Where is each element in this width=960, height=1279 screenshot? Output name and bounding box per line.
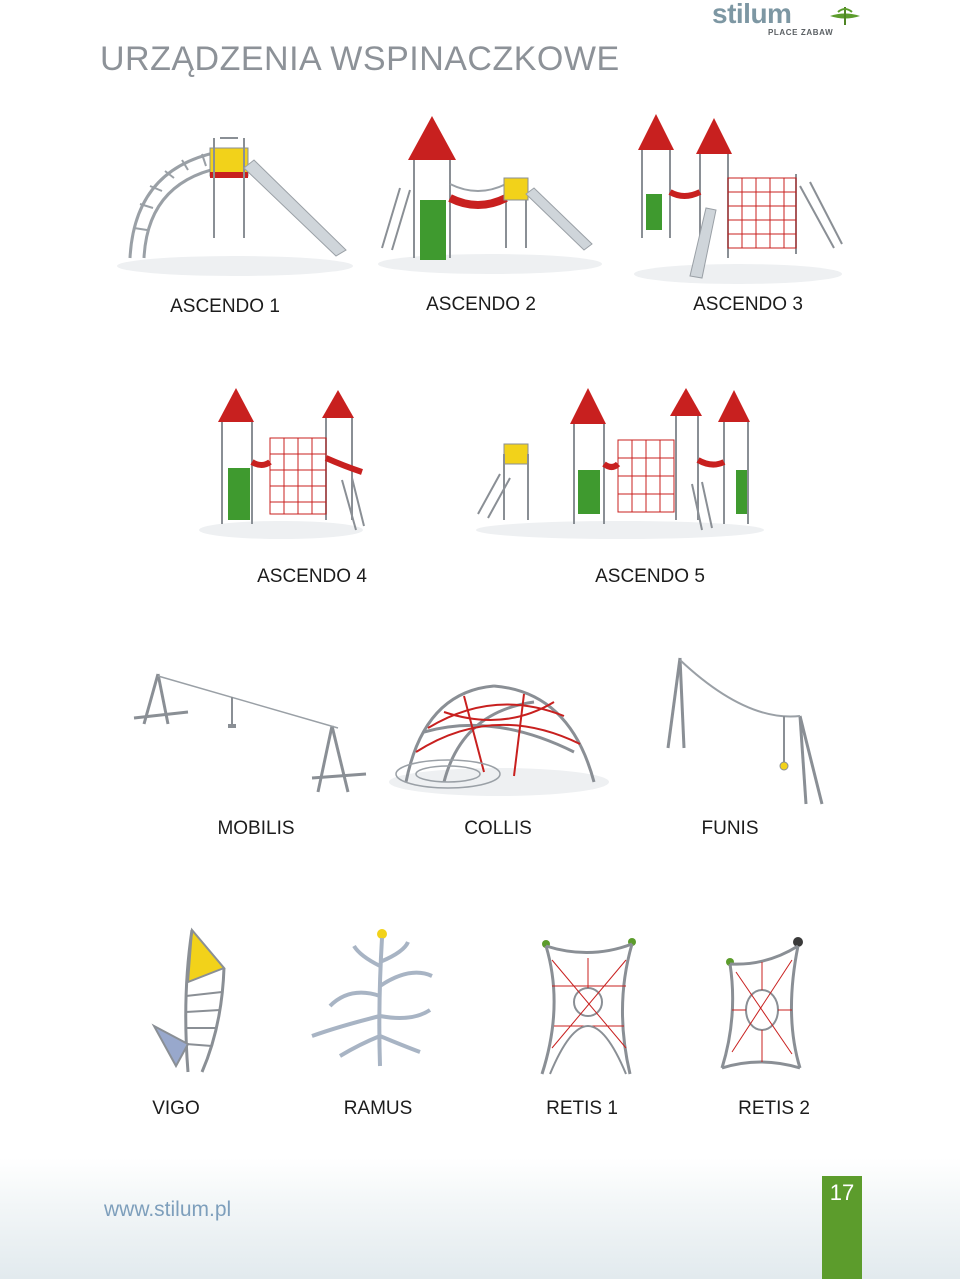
towers-net-slide-illustration bbox=[634, 114, 843, 284]
climbing-dome-illustration bbox=[389, 684, 609, 796]
footer-band bbox=[0, 1158, 960, 1279]
product-collis[interactable]: COLLIS bbox=[384, 672, 614, 852]
product-ascendo-2[interactable]: ASCENDO 2 bbox=[370, 108, 610, 328]
product-retis-2[interactable]: RETIS 2 bbox=[716, 936, 836, 1126]
product-ascendo-4[interactable]: ASCENDO 4 bbox=[196, 384, 456, 594]
product-name: ASCENDO 2 bbox=[426, 294, 536, 315]
product-name: ASCENDO 1 bbox=[170, 296, 280, 317]
product-name: RAMUS bbox=[343, 1098, 413, 1119]
sail-climber-illustration bbox=[151, 927, 226, 1073]
product-name: FUNIS bbox=[701, 818, 759, 839]
product-vigo[interactable]: VIGO bbox=[110, 926, 242, 1126]
product-name: ASCENDO 4 bbox=[257, 566, 367, 587]
towers-climbing-net-illustration bbox=[199, 388, 365, 539]
product-name: RETIS 1 bbox=[546, 1098, 618, 1119]
logo-wordmark: stilum bbox=[712, 0, 792, 29]
product-name: ASCENDO 3 bbox=[693, 294, 803, 315]
website-link[interactable]: www.stilum.pl bbox=[104, 1198, 232, 1221]
rope-net-frame-oval-illustration bbox=[720, 937, 803, 1070]
product-name: ASCENDO 5 bbox=[595, 566, 705, 587]
zip-line-illustration bbox=[133, 673, 367, 793]
product-name: COLLIS bbox=[464, 818, 532, 839]
logo-subtitle: PLACE ZABAW bbox=[768, 28, 834, 37]
product-retis-1[interactable]: RETIS 1 bbox=[530, 936, 650, 1126]
product-mobilis[interactable]: MOBILIS bbox=[128, 662, 380, 852]
two-towers-bridge-illustration bbox=[378, 116, 602, 274]
product-ascendo-5[interactable]: ASCENDO 5 bbox=[470, 384, 780, 594]
rope-zip-line-illustration bbox=[666, 657, 824, 805]
product-ascendo-1[interactable]: ASCENDO 1 bbox=[110, 108, 360, 328]
climbing-tower-with-slide-illustration bbox=[117, 137, 353, 276]
page-number: 17 bbox=[829, 1180, 855, 1205]
product-name: RETIS 2 bbox=[738, 1098, 810, 1119]
stilum-logo[interactable]: stilum PLACE ZABAW bbox=[712, 0, 872, 44]
product-name: VIGO bbox=[152, 1098, 200, 1119]
product-funis[interactable]: FUNIS bbox=[626, 652, 836, 852]
climbing-tree-illustration bbox=[311, 929, 433, 1067]
product-name: MOBILIS bbox=[217, 818, 295, 839]
multi-tower-net-illustration bbox=[476, 388, 764, 539]
product-ramus[interactable]: RAMUS bbox=[300, 926, 460, 1126]
page-number-tab: 17 bbox=[822, 1176, 862, 1279]
rope-net-frame-illustration bbox=[540, 938, 636, 1075]
leaf-icon bbox=[830, 7, 860, 25]
product-ascendo-3[interactable]: ASCENDO 3 bbox=[628, 108, 848, 328]
page-title: URZĄDZENIA WSPINACZKOWE bbox=[100, 40, 620, 78]
